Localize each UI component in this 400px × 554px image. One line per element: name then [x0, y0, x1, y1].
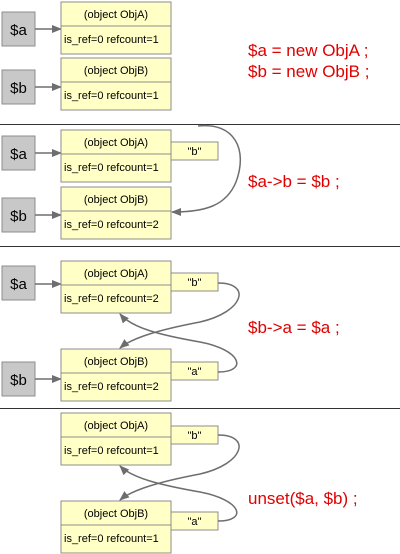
variable-b-label: $b: [10, 208, 27, 225]
variable-b-label: $b: [10, 372, 27, 389]
object-objb-info: is_ref=0 refcount=1: [64, 90, 159, 102]
reference-arrow-b-to-objb: [119, 434, 240, 501]
variable-a-label: $a: [10, 146, 27, 163]
object-objb-name: (object ObjB): [84, 65, 148, 77]
property-a-box: [170, 361, 219, 381]
property-a-label: "a": [188, 366, 202, 378]
property-b-label: "b": [188, 146, 202, 158]
code-line: $a->b = $b ;: [248, 172, 340, 191]
object-obja-name: (object ObjA): [84, 268, 148, 280]
property-a-label: "a": [188, 516, 202, 528]
object-obja-info: is_ref=0 refcount=1: [64, 162, 159, 174]
reference-arrow-a-to-obja: [119, 313, 238, 373]
property-b-label: "b": [188, 430, 202, 442]
code-line: $a = new ObjA ;: [248, 41, 369, 60]
property-b-box: [170, 272, 219, 292]
object-obja-name: (object ObjA): [84, 137, 148, 149]
object-objb-info: is_ref=0 refcount=1: [64, 533, 159, 545]
reference-arrow-a-to-obja: [119, 465, 238, 522]
property-b-box: [170, 141, 219, 161]
variable-a-label: $a: [10, 22, 27, 39]
object-obja-info: is_ref=0 refcount=2: [64, 293, 159, 305]
variable-b-label: $b: [10, 80, 27, 97]
object-objb-name: (object ObjB): [84, 194, 148, 206]
variable-a-box: [1, 135, 36, 171]
object-objb-name: (object ObjB): [84, 508, 148, 520]
variable-b-box: [1, 69, 36, 105]
object-obja-box: [60, 1, 172, 55]
variable-b-box: [1, 361, 36, 397]
panel-2: $a (object ObjA) is_ref=0 refcount=1 "b"…: [1, 124, 340, 240]
variable-a-box: [1, 11, 36, 47]
object-obja-info: is_ref=0 refcount=1: [64, 445, 159, 457]
panel-1: $a (object ObjA) is_ref=0 refcount=1 $b …: [1, 1, 369, 111]
object-obja-name: (object ObjA): [84, 9, 148, 21]
code-line: unset($a, $b) ;: [248, 489, 358, 508]
code-line: $b = new ObjB ;: [248, 62, 369, 81]
object-obja-info: is_ref=0 refcount=1: [64, 34, 159, 46]
object-objb-name: (object ObjB): [84, 356, 148, 368]
object-objb-box: [60, 348, 172, 402]
object-objb-info: is_ref=0 refcount=2: [64, 219, 159, 231]
variable-b-box: [1, 197, 36, 233]
panel-3: $a (object ObjA) is_ref=0 refcount=2 "b"…: [1, 260, 340, 402]
reference-arrow-b-to-objb: [171, 124, 242, 216]
property-b-label: "b": [188, 277, 202, 289]
object-obja-box: [60, 129, 172, 183]
object-objb-box: [60, 57, 172, 111]
variable-a-box: [1, 265, 36, 301]
variable-a-label: $a: [10, 276, 27, 293]
object-obja-box: [60, 260, 172, 314]
object-objb-box: [60, 500, 172, 554]
object-objb-box: [60, 186, 172, 240]
panel-4: (object ObjA) is_ref=0 refcount=1 "b" (o…: [60, 412, 358, 554]
object-objb-info: is_ref=0 refcount=2: [64, 381, 159, 393]
object-obja-box: [60, 412, 172, 466]
reference-arrow-b-to-objb: [119, 282, 240, 349]
object-obja-name: (object ObjA): [84, 420, 148, 432]
code-line: $b->a = $a ;: [248, 318, 340, 337]
panel-dividers: [0, 124, 400, 409]
